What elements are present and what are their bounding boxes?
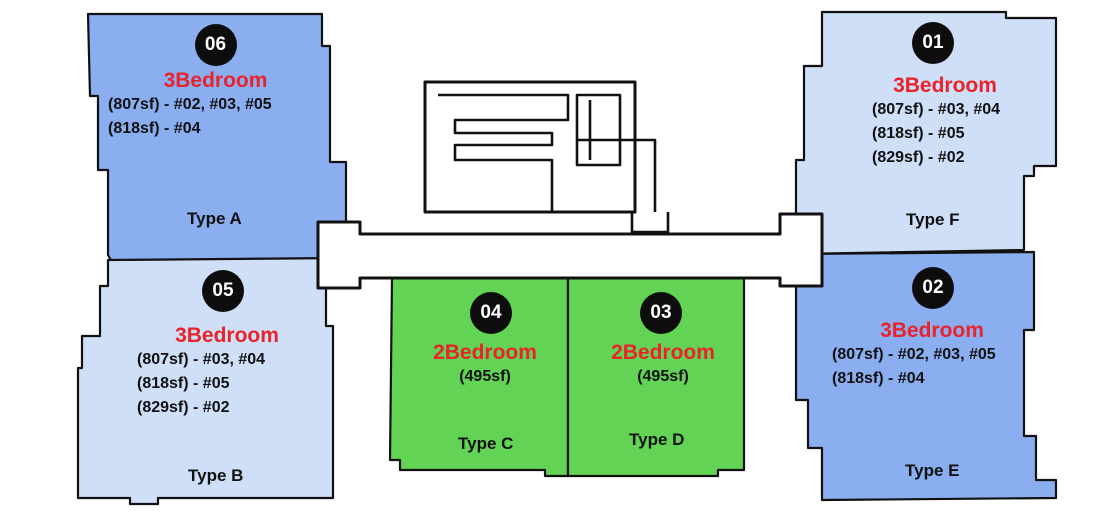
unit-type-label: Type E xyxy=(905,461,960,480)
unit-number-badge: 06 xyxy=(194,24,237,66)
size-line: (818sf) - #04 xyxy=(108,120,201,137)
size-line: (495sf) xyxy=(637,368,689,385)
unit-03-label: 03 2Bedroom (495sf) xyxy=(578,292,748,389)
unit-05-label: 05 3Bedroom (807sf) - #03, #04 (818sf) -… xyxy=(132,270,322,420)
size-line: (818sf) - #04 xyxy=(832,370,925,387)
size-line: (818sf) - #05 xyxy=(872,125,965,142)
bedroom-count: 2Bedroom xyxy=(611,341,715,364)
unit-01-label: 01 3Bedroom (807sf) - #03, #04 (818sf) -… xyxy=(860,22,1030,170)
size-line: (807sf) - #03, #04 xyxy=(137,351,266,368)
size-line: (829sf) - #02 xyxy=(872,149,965,166)
unit-type-label: Type B xyxy=(188,466,244,485)
corridor xyxy=(316,212,824,290)
unit-type-label: Type F xyxy=(906,210,960,229)
unit-number-badge: 02 xyxy=(912,267,954,309)
core-rooms xyxy=(438,93,670,234)
unit-number-badge: 01 xyxy=(912,22,954,64)
size-line: (495sf) xyxy=(459,368,511,385)
size-line: (829sf) - #02 xyxy=(137,399,230,416)
unit-number-badge: 03 xyxy=(640,292,682,334)
bedroom-count: 3Bedroom xyxy=(163,69,268,92)
bedroom-count: 3Bedroom xyxy=(893,74,997,97)
bedroom-count: 3Bedroom xyxy=(175,324,279,347)
unit-02-label: 02 3Bedroom (807sf) - #02, #03, #05 (818… xyxy=(832,267,1032,391)
core-building xyxy=(423,80,637,214)
unit-number-badge: 04 xyxy=(470,292,512,334)
bedroom-count: 2Bedroom xyxy=(433,341,537,364)
size-line: (807sf) - #02, #03, #05 xyxy=(108,96,272,113)
unit-type-label: Type C xyxy=(458,434,514,453)
unit-01-shape xyxy=(794,10,1058,256)
unit-number-badge: 05 xyxy=(202,270,244,312)
bedroom-count: 3Bedroom xyxy=(880,319,984,342)
unit-02-shape xyxy=(794,250,1058,502)
unit-04-label: 04 2Bedroom (495sf) xyxy=(400,292,570,389)
size-line: (818sf) - #05 xyxy=(137,375,230,392)
size-line: (807sf) - #03, #04 xyxy=(872,101,1001,118)
unit-type-label: Type D xyxy=(629,430,685,449)
size-line: (807sf) - #02, #03, #05 xyxy=(832,346,996,363)
unit-type-label: Type A xyxy=(187,209,242,228)
unit-06-label: 06 3Bedroom (807sf) - #02, #03, #05 (818… xyxy=(108,24,323,141)
